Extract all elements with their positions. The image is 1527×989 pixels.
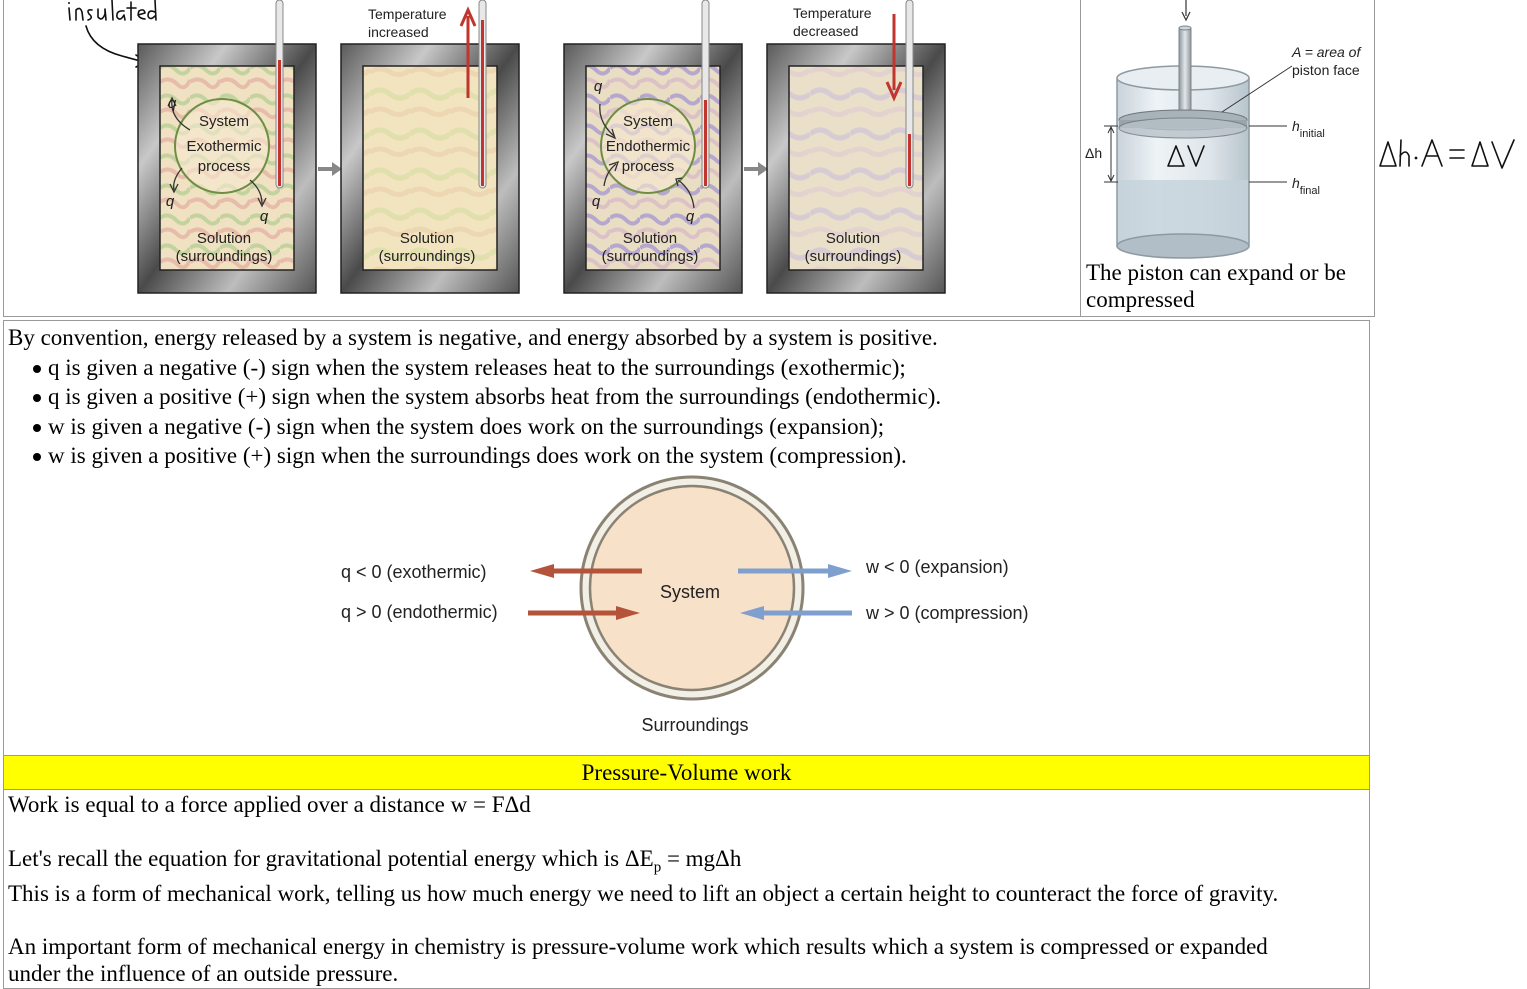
piston-figure-cell <box>1080 0 1375 317</box>
panel2-solution-sub: (surroundings) <box>378 248 476 265</box>
panel4-temp-label-2: decreased <box>793 23 859 39</box>
h-final-sub: final <box>1299 184 1320 197</box>
panel3-heat-label-3: q <box>685 208 695 225</box>
panel1-heat-label-1: q <box>167 95 177 112</box>
panel-temperature-increased <box>340 0 520 294</box>
panel3-solution-sub: (surroundings) <box>601 248 699 265</box>
conventions-list: q is given a negative (-) sign when the … <box>8 353 1363 470</box>
panel2-temp-label-1: Temperature <box>368 6 447 22</box>
convention-bullet-1: q is given a negative (-) sign when the … <box>33 353 1363 382</box>
convention-bullet-4: w is given a positive (+) sign when the … <box>33 441 1363 470</box>
pv-line-pv-work: An important form of mechanical energy i… <box>8 934 1268 960</box>
conventions-text: By convention, energy released by a syst… <box>8 322 1363 470</box>
h-initial-main: h <box>1292 118 1300 134</box>
q-positive-label: q > 0 (endothermic) <box>341 602 498 622</box>
convention-bullet-3: w is given a negative (-) sign when the … <box>33 412 1363 441</box>
convention-bullet-2: q is given a positive (+) sign when the … <box>33 382 1363 411</box>
piston-area-label-1: A = area of <box>1292 44 1361 60</box>
delta-h-label: Δh <box>1085 145 1103 161</box>
h-initial-sub: initial <box>1299 127 1325 140</box>
pv-line-work-definition: Work is equal to a force applied over a … <box>8 792 531 817</box>
panel-temperature-decreased <box>766 0 946 294</box>
panel1-solution-label: Solution <box>196 230 252 247</box>
pv-line-potential-energy: Let's recall the equation for gravitatio… <box>8 846 1363 881</box>
panel4-solution-label: Solution <box>825 230 881 247</box>
panel3-process-label: Endothermic <box>605 138 691 155</box>
panel3-system-label: System <box>622 113 673 130</box>
delta-v-handwriting-icon <box>1167 145 1205 167</box>
w-negative-label: w < 0 (expansion) <box>866 557 1009 577</box>
panel-exothermic <box>137 0 317 294</box>
panel1-process-sub: process <box>197 158 251 175</box>
pv-section-text: Work is equal to a force applied over a … <box>8 792 1363 988</box>
pv-line2-sub: p <box>653 859 662 876</box>
panel-endothermic <box>563 0 743 294</box>
system-label: System <box>659 582 720 602</box>
panel1-heat-label-2: q <box>165 193 175 210</box>
panel3-process-sub: process <box>621 158 675 175</box>
w-positive-label: w > 0 (compression) <box>866 603 1029 623</box>
pv-line-mechanical-work: This is a form of mechanical work, telli… <box>8 880 1279 906</box>
pv-section-header: Pressure-Volume work <box>3 755 1370 790</box>
panel2-temp-label-2: increased <box>368 24 429 40</box>
panel1-process-label: Exothermic <box>186 138 262 155</box>
piston-diagram <box>1104 0 1293 259</box>
pv-line2-suffix: = mgΔh <box>661 845 742 871</box>
pv-line-outside-pressure: under the influence of an outside pressu… <box>8 960 399 986</box>
panel4-solution-sub: (surroundings) <box>804 248 902 265</box>
h-final-main: h <box>1292 175 1300 191</box>
q-negative-label: q < 0 (exothermic) <box>341 562 487 582</box>
panel1-solution-sub: (surroundings) <box>175 248 273 265</box>
surroundings-label: Surroundings <box>641 715 749 735</box>
h-final-label: hfinal <box>1292 175 1352 198</box>
piston-area-label-2: piston face <box>1292 62 1360 78</box>
panel1-heat-label-3: q <box>259 208 269 225</box>
pv-line2-prefix: Let's recall the equation for gravitatio… <box>8 845 654 871</box>
panel3-heat-label-1: q <box>593 78 603 95</box>
conventions-intro: By convention, energy released by a syst… <box>8 325 938 350</box>
panel3-solution-label: Solution <box>622 230 678 247</box>
h-initial-label: hinitial <box>1292 118 1352 141</box>
panel1-system-label: System <box>198 113 249 130</box>
panel3-heat-label-2: q <box>591 193 601 210</box>
sign-convention-diagram <box>528 475 852 701</box>
panel4-temp-label-1: Temperature <box>793 5 872 21</box>
piston-caption: The piston can expand or be compressed <box>1086 260 1346 312</box>
panel2-solution-label: Solution <box>399 230 455 247</box>
calorimetry-panels <box>137 0 946 294</box>
side-equation-handwriting-icon <box>1379 139 1515 169</box>
